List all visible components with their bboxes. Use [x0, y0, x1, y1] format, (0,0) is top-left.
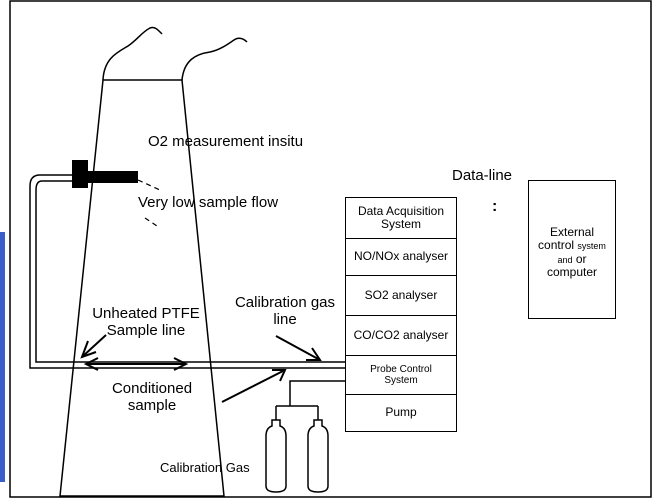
- pump-box: Pump: [345, 394, 457, 432]
- co-co2-analyser-box: CO/CO2 analyser: [345, 315, 457, 356]
- sample-line-inner: [35, 180, 346, 363]
- calibration-gas-line-label: Calibration gas line: [234, 294, 336, 329]
- left-accent-strip: [0, 232, 5, 482]
- o2-probe-flange: [72, 160, 88, 188]
- calibration-gas-line: [289, 380, 346, 406]
- data-acquisition-box: Data Acquisition System: [345, 197, 457, 239]
- external-control-box: External control system and or computer: [528, 180, 616, 319]
- gas-cylinder-left: [265, 419, 287, 493]
- low-flow-dash-2: [144, 217, 161, 229]
- conditioned-sample-label: Conditioned sample: [111, 380, 193, 415]
- sample-line-outer: [29, 174, 346, 369]
- chimney-stack: [59, 79, 225, 497]
- o2-insitu-label: O2 measurement insitu: [148, 133, 304, 150]
- arrow-calibration-head: [306, 347, 322, 361]
- low-flow-dash-1: [137, 179, 161, 191]
- so2-analyser-box: SO2 analyser: [345, 275, 457, 316]
- arrow-unheated-shaft: [81, 334, 107, 358]
- data-line-label: Data-line: [452, 167, 513, 184]
- unheated-ptfe-label: Unheated PTFE Sample line: [92, 305, 200, 340]
- probe-control-box: Probe Control System: [345, 355, 457, 395]
- arrow-conditioned-head: [272, 369, 287, 382]
- smoke-plume-left: [102, 26, 163, 81]
- gas-cylinder-right: [307, 419, 329, 493]
- outer-frame: [9, 0, 652, 498]
- arrow-conditioned-shaft: [221, 369, 286, 403]
- o2-probe-body: [86, 171, 138, 183]
- arrow-calibration-shaft: [275, 335, 321, 361]
- calibration-gas-label: Calibration Gas: [160, 460, 250, 475]
- low-flow-label: Very low sample flow: [138, 194, 279, 211]
- arrow-right-head: [173, 357, 189, 371]
- data-line-mark: :: [492, 198, 498, 215]
- smoke-plume-right: [181, 37, 248, 81]
- no-nox-analyser-box: NO/NOx analyser: [345, 238, 457, 276]
